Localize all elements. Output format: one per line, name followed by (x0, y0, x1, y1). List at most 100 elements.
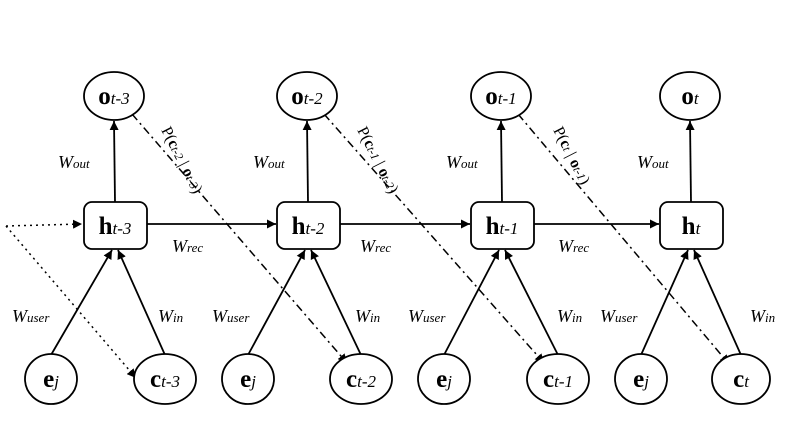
hidden-node-subscript: t (696, 219, 702, 238)
prediction-edge (131, 113, 348, 364)
svg-text:ot-3: ot-3 (98, 83, 129, 110)
output-node-letter: o (681, 83, 694, 110)
svg-text:ct: ct (733, 366, 750, 393)
w-user-label: Wuser (408, 306, 446, 326)
probability-label: P(ct-2 | ot-3) (157, 124, 205, 196)
hidden-node-subscript: t-3 (113, 219, 132, 238)
column-t-1: ot-1 ht-1 ej ct-1 (417, 71, 590, 405)
context-node-subscript: t-2 (357, 372, 376, 391)
w-out-label: Wout (58, 152, 90, 172)
w-user-label: Wuser (212, 306, 250, 326)
w-out-label: Wout (446, 152, 478, 172)
column-t: ot ht ej ct (614, 71, 771, 405)
w-in-label: Win (158, 306, 183, 326)
svg-text:ej: ej (43, 366, 59, 393)
svg-text:ej: ej (633, 366, 649, 393)
output-node-letter: o (98, 83, 111, 110)
svg-text:ct-1: ct-1 (543, 366, 573, 393)
svg-text:ht: ht (682, 213, 702, 240)
entity-node-letter: e (633, 366, 644, 393)
output-node-subscript: t (694, 89, 700, 108)
svg-text:ot-2: ot-2 (291, 83, 323, 110)
w-in-edge (504, 249, 559, 356)
w-in-label: Win (750, 306, 775, 326)
w-out-edge (685, 120, 695, 203)
context-node-letter: c (733, 366, 744, 393)
entity-node-e-j-2: ej (417, 353, 471, 405)
hidden-node-t-2: ht-2 (276, 201, 341, 250)
w-user-edge (247, 249, 306, 356)
w-in-label: Win (557, 306, 582, 326)
hidden-node-subscript: t-1 (500, 219, 519, 238)
w-out-edge (109, 120, 119, 203)
svg-text:ej: ej (436, 366, 452, 393)
solid-edges (50, 120, 742, 356)
w-out-labels: Wout Wout Wout Wout (58, 152, 669, 172)
svg-text:ot-1: ot-1 (485, 83, 516, 110)
output-node-t: ot (659, 71, 721, 121)
svg-text:ht-3: ht-3 (99, 213, 132, 240)
w-rec-labels: Wrec Wrec Wrec (172, 236, 589, 256)
hidden-node-t-3: ht-3 (83, 201, 148, 250)
svg-text:ej: ej (240, 366, 256, 393)
w-in-edge (693, 249, 742, 356)
svg-text:ct-2: ct-2 (346, 366, 376, 393)
context-node-letter: c (346, 366, 357, 393)
dotted-edges (5, 219, 137, 379)
hidden-node-letter: h (99, 213, 113, 240)
entity-node-subscript: j (642, 372, 649, 391)
column-t-2: ot-2 ht-2 ej ct-2 (221, 71, 393, 405)
context-node-t-3: ct-3 (133, 353, 197, 405)
entity-node-e-j-1: ej (221, 353, 275, 405)
entity-node-letter: e (43, 366, 54, 393)
hidden-node-letter: h (682, 213, 696, 240)
w-in-labels: Win Win Win Win (158, 306, 775, 326)
w-user-label: Wuser (12, 306, 50, 326)
context-node-subscript: t-3 (161, 372, 180, 391)
w-rec-label: Wrec (172, 236, 203, 256)
context-node-subscript: t (744, 372, 750, 391)
output-node-subscript: t-1 (498, 89, 517, 108)
w-rec-label: Wrec (360, 236, 391, 256)
context-node-t-1: ct-1 (526, 353, 590, 405)
context-node-t-2: ct-2 (329, 353, 393, 405)
w-rec-label: Wrec (558, 236, 589, 256)
hidden-node-letter: h (292, 213, 306, 240)
hidden-node-t: ht (659, 201, 724, 250)
entity-node-letter: e (240, 366, 251, 393)
context-node-subscript: t-1 (554, 372, 573, 391)
probability-labels: P(ct-2 | ot-3) P(ct-1 | ot-2) P(ct | ot-… (157, 124, 593, 196)
context-node-letter: c (150, 366, 161, 393)
w-out-edge (302, 120, 312, 203)
output-node-letter: o (291, 83, 304, 110)
probability-label: P(ct | ot-1) (549, 124, 593, 187)
svg-text:ht-1: ht-1 (486, 213, 519, 240)
w-in-label: Win (355, 306, 380, 326)
w-out-label: Wout (637, 152, 669, 172)
svg-text:ct-3: ct-3 (150, 366, 180, 393)
previous-step-edge (5, 219, 83, 229)
hidden-node-t-1: ht-1 (470, 201, 535, 250)
w-user-label: Wuser (600, 306, 638, 326)
svg-text:ot: ot (681, 83, 700, 110)
probability-label: P(ct-1 | ot-2) (353, 124, 401, 196)
w-in-edge (310, 249, 362, 356)
w-out-label: Wout (253, 152, 285, 172)
output-node-t-1: ot-1 (470, 71, 532, 121)
w-user-labels: Wuser Wuser Wuser Wuser (12, 306, 638, 326)
w-user-edge (443, 249, 500, 356)
w-user-edge (50, 249, 113, 356)
context-node-t: ct (711, 353, 771, 405)
output-node-subscript: t-2 (304, 89, 323, 108)
w-in-edge (117, 249, 166, 356)
context-node-letter: c (543, 366, 554, 393)
output-node-letter: o (485, 83, 498, 110)
output-node-t-3: ot-3 (83, 71, 145, 121)
output-node-t-2: ot-2 (276, 71, 338, 121)
entity-node-subscript: j (52, 372, 59, 391)
hidden-node-letter: h (486, 213, 500, 240)
prediction-edge (517, 113, 730, 365)
svg-text:ht-2: ht-2 (292, 213, 325, 240)
entity-node-subscript: j (249, 372, 256, 391)
